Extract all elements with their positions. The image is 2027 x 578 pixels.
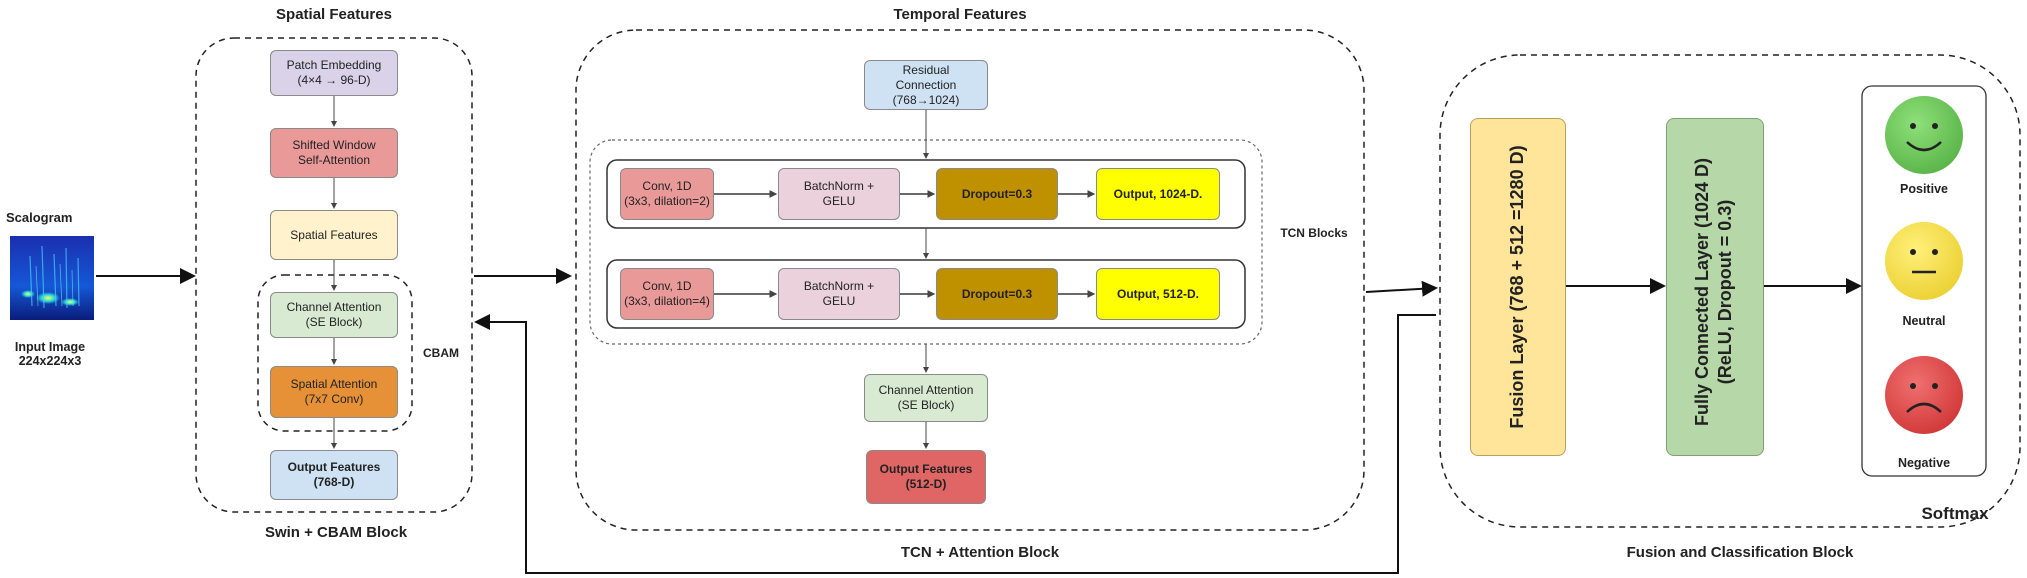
spatial-features-box: Spatial Features (270, 210, 398, 260)
fully-connected-layer-box (1666, 118, 1764, 456)
neutral-face-icon (1885, 222, 1963, 300)
fusion-layer-label: Fusion Layer (768 + 512 =1280 D) (1507, 145, 1527, 429)
conv1d-dilation2-box: Conv, 1D (3x3, dilation=2) (620, 168, 714, 220)
patch-embedding-box: Patch Embedding (4×4 → 96-D) (270, 50, 398, 96)
softmax-label: Softmax (1921, 504, 1989, 523)
batchnorm-gelu-box-2: BatchNorm + GELU (778, 268, 900, 320)
swin-output-features-box: Output Features (768-D) (270, 450, 398, 500)
tcn-blocks-label: TCN Blocks (1280, 226, 1348, 240)
positive-face-icon (1885, 96, 1963, 174)
tcn-container (575, 29, 1365, 531)
conv1d-dilation4-box: Conv, 1D (3x3, dilation=4) (620, 268, 714, 320)
fc-layer-label: Fully Connected Layer (1024 D) (ReLU, Dr… (1692, 157, 1736, 427)
output-1024-box: Output, 1024-D. (1096, 168, 1220, 220)
input-image-label: Input Image 224x224x3 (14, 340, 86, 368)
scalogram-image (10, 236, 94, 320)
swin-block-label: Swin + CBAM Block (264, 524, 408, 541)
fusion-layer-box (1470, 118, 1566, 456)
negative-face-icon (1885, 356, 1963, 434)
cbam-label: CBAM (423, 346, 459, 360)
swin-cbam-container (195, 37, 473, 513)
tcn-block-label: TCN + Attention Block (900, 544, 1060, 561)
fusion-container (1439, 54, 2021, 528)
residual-connection-box: Residual Connection (768→1024) (864, 60, 988, 110)
tcn-block-2-frame (606, 259, 1246, 329)
softmax-frame (1861, 85, 1987, 477)
batchnorm-gelu-box-1: BatchNorm + GELU (778, 168, 900, 220)
shifted-window-attention-box: Shifted Window Self-Attention (270, 128, 398, 178)
tcn-channel-attention-box: Channel Attention (SE Block) (864, 374, 988, 422)
negative-label: Negative (1897, 456, 1951, 470)
fusion-block-label: Fusion and Classification Block (1626, 544, 1854, 561)
channel-attention-box: Channel Attention (SE Block) (270, 292, 398, 338)
spatial-features-title: Spatial Features (276, 6, 392, 23)
output-512-box: Output, 512-D. (1096, 268, 1220, 320)
tcn-output-features-box: Output Features (512-D) (866, 450, 986, 504)
spatial-attention-box: Spatial Attention (7x7 Conv) (270, 366, 398, 418)
dropout-box-1: Dropout=0.3 (936, 168, 1058, 220)
scalogram-label: Scalogram (6, 210, 73, 225)
positive-label: Positive (1900, 182, 1948, 196)
temporal-features-title: Temporal Features (893, 6, 1027, 23)
neutral-label: Neutral (1902, 314, 1946, 328)
dropout-box-2: Dropout=0.3 (936, 268, 1058, 320)
